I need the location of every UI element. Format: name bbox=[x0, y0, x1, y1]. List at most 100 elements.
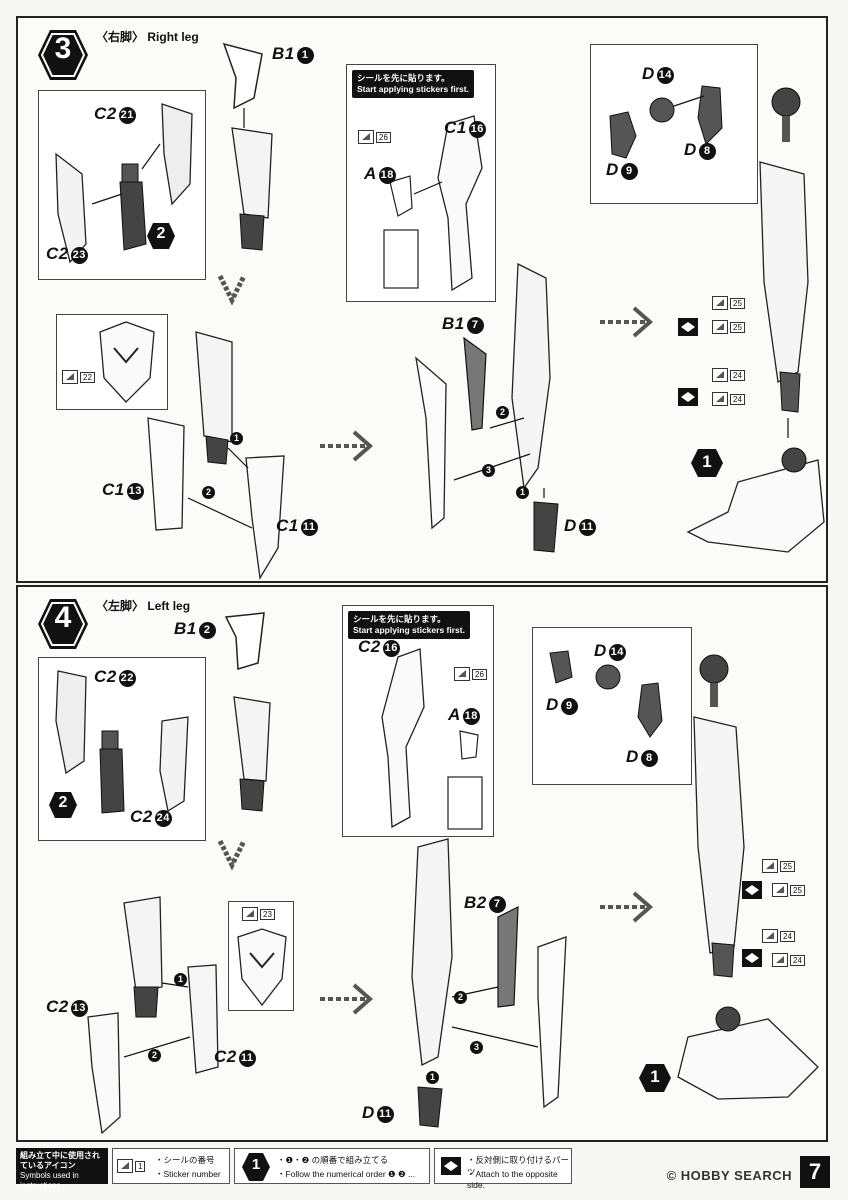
part-illustration-ankle bbox=[609, 85, 723, 159]
sticker-24: 24 bbox=[772, 953, 805, 967]
part-illustration-shin-assembly bbox=[87, 896, 219, 1135]
step-badge-number: 4 bbox=[54, 601, 72, 634]
opposite-side-icon bbox=[742, 949, 762, 967]
sub-badge-hex bbox=[49, 792, 77, 818]
sub-badge-hex bbox=[691, 449, 723, 477]
part-illustration-shin-armor bbox=[381, 648, 483, 830]
part-illustration-leg-complete bbox=[677, 654, 819, 1100]
step-number-1: 1 bbox=[174, 973, 187, 986]
sticker-22: 22 bbox=[62, 370, 95, 384]
sub-badge-number: 2 bbox=[58, 794, 68, 811]
page-number: 7 bbox=[800, 1156, 830, 1188]
title-en: Right leg bbox=[147, 30, 199, 44]
section-title: 〈左脚〉 Left leg bbox=[96, 597, 190, 614]
step-number-2: 2 bbox=[454, 991, 467, 1004]
sticker-25: 25 bbox=[712, 320, 745, 334]
opposite-side-icon bbox=[441, 1157, 461, 1175]
sticker-24: 24 bbox=[762, 929, 795, 943]
step-number-2: 2 bbox=[148, 1049, 161, 1062]
sticker-24: 24 bbox=[712, 368, 745, 382]
arrow-right-icon bbox=[320, 983, 374, 1015]
arrow-right-icon bbox=[600, 891, 654, 923]
sub-badge-number: 1 bbox=[702, 452, 712, 471]
legend-order: 1 ・❶・❷ の順番で組み立てる ・Follow the numerical o… bbox=[234, 1148, 430, 1184]
sticker-26: 26 bbox=[358, 130, 391, 144]
part-illustration-knee bbox=[55, 670, 189, 814]
part-illustration-upper-leg bbox=[224, 612, 271, 812]
legend-sticker: 1 ・シールの番号 ・Sticker number bbox=[112, 1148, 230, 1184]
arrow-right-icon bbox=[320, 430, 374, 462]
title-jp: 〈左脚〉 bbox=[96, 599, 145, 613]
arrow-down-icon bbox=[217, 839, 247, 871]
legend-title: 組み立て中に使用されているアイコン Symbols used in instru… bbox=[16, 1148, 108, 1190]
order-badge-icon bbox=[242, 1153, 270, 1181]
sticker-26: 26 bbox=[454, 667, 487, 681]
section-title: 〈右脚〉 Right leg bbox=[96, 28, 199, 45]
legend-sticker-en: ・Sticker number bbox=[155, 1169, 221, 1179]
arrow-down-icon bbox=[217, 274, 247, 306]
sticker-first-tip: シールを先に貼ります。 Start applying stickers firs… bbox=[348, 611, 470, 639]
opposite-side-icon bbox=[678, 318, 698, 336]
title-jp: 〈右脚〉 bbox=[96, 30, 145, 44]
legend-order-en: ・Follow the numerical order ❶ ❷ ... bbox=[277, 1169, 416, 1179]
legend-order-jp: ・❶・❷ の順番で組み立てる bbox=[277, 1155, 389, 1165]
step-badge-number: 3 bbox=[54, 32, 72, 65]
step-badge-hexagon bbox=[38, 599, 88, 649]
legend-sticker-jp: ・シールの番号 bbox=[155, 1155, 215, 1165]
opposite-side-icon bbox=[742, 881, 762, 899]
step-number-2: 2 bbox=[202, 486, 215, 499]
step-number-1: 1 bbox=[426, 1071, 439, 1084]
opposite-side-icon bbox=[678, 388, 698, 406]
legend-side-en: ・Attach to the opposite side. bbox=[467, 1169, 558, 1190]
sub-badge-number: 2 bbox=[156, 225, 166, 242]
part-illustration-upper-leg bbox=[222, 42, 273, 251]
step-number-3: 3 bbox=[470, 1041, 483, 1054]
step-number-1: 1 bbox=[230, 432, 243, 445]
sticker-23: 23 bbox=[242, 907, 275, 921]
arrow-right-icon bbox=[600, 306, 654, 338]
sub-badge-number: 1 bbox=[650, 1067, 660, 1086]
title-en: Left leg bbox=[147, 599, 191, 613]
sticker-icon: 1 bbox=[117, 1159, 146, 1173]
part-illustration-knee-guard bbox=[237, 928, 287, 1007]
part-illustration-knee-guard bbox=[99, 321, 155, 403]
sticker-24: 24 bbox=[712, 392, 745, 406]
part-illustration-knee bbox=[55, 103, 193, 264]
order-badge-number: 1 bbox=[251, 1156, 261, 1173]
legend-opposite-side: ・反対側に取り付けるパーツ ・Attach to the opposite si… bbox=[434, 1148, 572, 1190]
step-badge-hexagon bbox=[38, 30, 88, 80]
sticker-25: 25 bbox=[762, 859, 795, 873]
icon-legend-footer: 組み立て中に使用されているアイコン Symbols used in instru… bbox=[16, 1148, 828, 1190]
step-number-2: 2 bbox=[496, 406, 509, 419]
part-illustration-leg-center bbox=[411, 838, 567, 1128]
sub-badge-hex bbox=[639, 1064, 671, 1092]
part-illustration-shin-assembly bbox=[147, 331, 285, 580]
sticker-25: 25 bbox=[772, 883, 805, 897]
part-illustration-leg-complete bbox=[686, 87, 825, 553]
sticker-25: 25 bbox=[712, 296, 745, 310]
